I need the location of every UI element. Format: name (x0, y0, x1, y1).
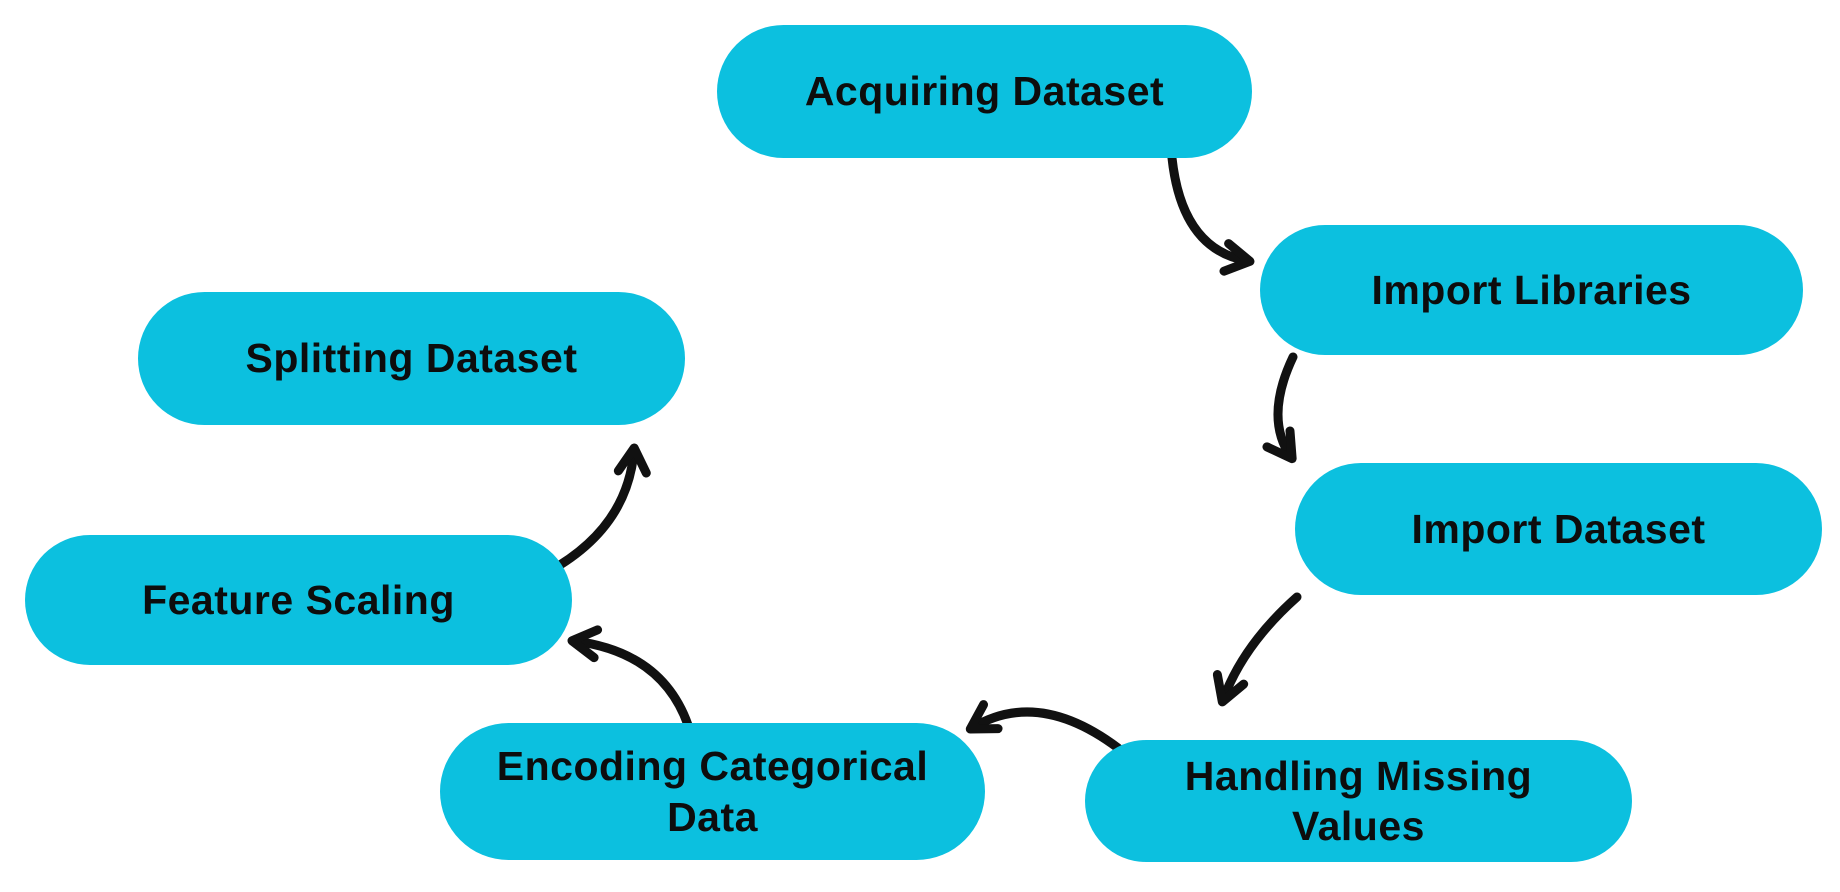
node-import-libraries-label: Import Libraries (1371, 266, 1692, 313)
node-import-libraries: Import Libraries (1260, 225, 1803, 355)
node-handling-missing-values-label: Handling Missing Values (1184, 752, 1533, 849)
node-acquiring-dataset-label: Acquiring Dataset (804, 68, 1165, 115)
node-import-dataset: Import Dataset (1295, 463, 1822, 595)
node-feature-scaling-label: Feature Scaling (142, 576, 455, 623)
node-encoding-categorical-data: Encoding Categorical Data (440, 723, 985, 860)
node-import-dataset-label: Import Dataset (1411, 505, 1706, 552)
arrow-encoding-categorical-data-to-feature-scaling (567, 625, 693, 730)
arrow-import-dataset-to-handling-missing-values (1212, 592, 1302, 707)
arrow-feature-scaling-to-splitting-dataset (543, 443, 651, 577)
node-feature-scaling: Feature Scaling (25, 535, 572, 665)
node-acquiring-dataset: Acquiring Dataset (717, 25, 1252, 158)
arrow-handling-missing-values-to-encoding-categorical-data (965, 700, 1123, 753)
arrow-import-libraries-to-import-dataset (1262, 352, 1298, 464)
node-splitting-dataset-label: Splitting Dataset (245, 335, 578, 382)
node-handling-missing-values: Handling Missing Values (1085, 740, 1632, 862)
node-encoding-categorical-data-label: Encoding Categorical Data (496, 743, 929, 840)
arrow-acquiring-to-import-libraries (1167, 153, 1255, 276)
node-splitting-dataset: Splitting Dataset (138, 292, 685, 425)
